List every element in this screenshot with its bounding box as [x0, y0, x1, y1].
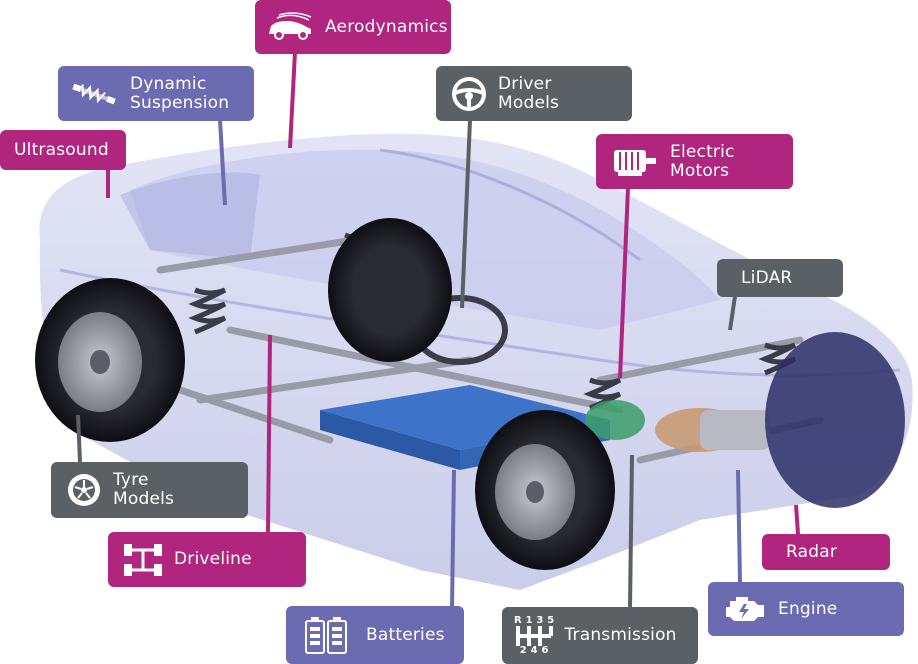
- gear-shift-icon: R 1 3 5 2 4 6: [514, 614, 555, 656]
- rear-left-wheel: [328, 218, 452, 362]
- gear-numbers-bottom: 2 4 6: [519, 644, 549, 656]
- tyre-models-text: Tyre Models: [113, 470, 175, 509]
- ultrasound-text: Ultrasound: [14, 139, 109, 160]
- car-airflow-icon: [265, 12, 315, 42]
- aerodynamics-text: Aerodynamics: [325, 16, 448, 37]
- driver-models-text: Driver Models: [498, 73, 560, 113]
- tyre-models-label: Tyre Models: [51, 462, 248, 518]
- driver-models-label: Driver Models: [436, 66, 632, 121]
- aerodynamics-label: Aerodynamics: [255, 0, 451, 54]
- transmission-text: Transmission: [564, 625, 677, 645]
- lidar-label: LiDAR: [717, 259, 843, 297]
- leader-lines: [76, 51, 800, 609]
- tyre-icon: [65, 471, 103, 509]
- dynamic-suspension-label: Dynamic Suspension: [58, 66, 254, 121]
- dynamic-suspension-text: Dynamic Suspension: [130, 73, 230, 113]
- radar-text: Radar: [786, 541, 838, 562]
- steering-wheel-icon: [450, 75, 488, 113]
- batteries-label: Batteries: [286, 606, 464, 664]
- electric-motors-text: Electric Motors: [670, 141, 735, 181]
- driveline-label: Driveline: [108, 532, 306, 587]
- transmission-label: R 1 3 5 2 4 6 Transmission: [502, 607, 698, 664]
- engine-icon: [722, 593, 768, 625]
- electric-motor-block: [585, 400, 770, 452]
- driveline-icon: [122, 542, 164, 578]
- ultrasound-label: Ultrasound: [0, 130, 126, 170]
- driveline-text: Driveline: [174, 549, 252, 569]
- radar-label: Radar: [762, 534, 890, 570]
- rear-right-wheel: [765, 332, 905, 508]
- front-right-wheel: [475, 410, 615, 570]
- car-door-line: [379, 148, 641, 262]
- engine-label: Engine: [708, 582, 904, 636]
- lidar-text: LiDAR: [741, 267, 793, 288]
- electric-motor-icon: [608, 146, 660, 178]
- shock-absorber-icon: [68, 77, 120, 111]
- battery-icon: [302, 615, 350, 655]
- batteries-text: Batteries: [366, 624, 445, 645]
- front-left-wheel: [35, 278, 185, 442]
- electric-motors-label: Electric Motors: [596, 134, 793, 189]
- gear-numbers-top: R 1 3 5: [514, 614, 555, 626]
- engine-text: Engine: [778, 598, 838, 619]
